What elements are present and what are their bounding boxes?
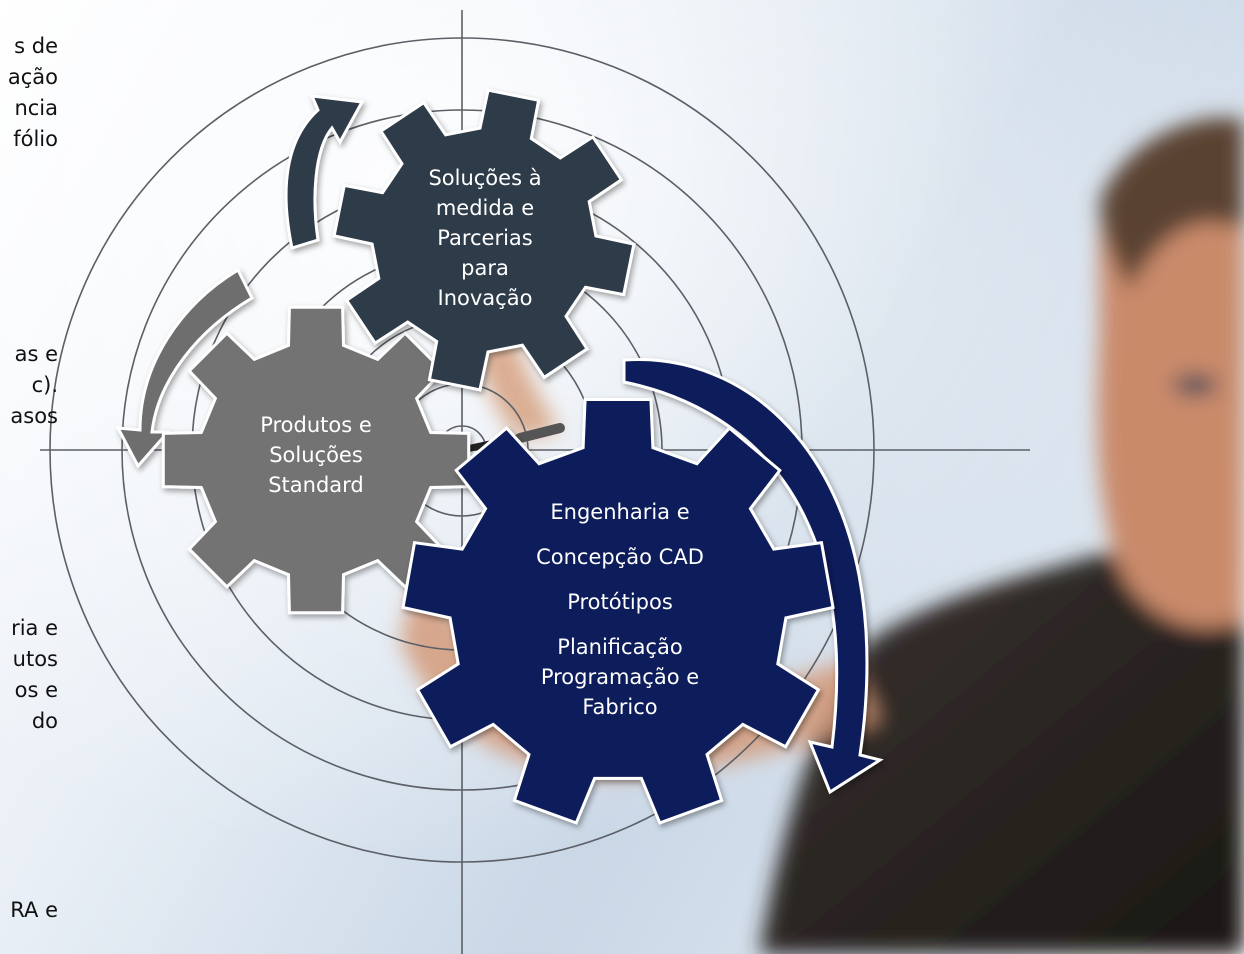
label-line: Standard: [268, 473, 364, 497]
label-line: Programação e: [540, 665, 700, 689]
gear-icon: [401, 398, 835, 825]
text-line: fólio: [13, 127, 58, 151]
text-line: ncia: [14, 96, 58, 120]
label-line: Planificação: [557, 635, 683, 659]
left-text-block-3: ria e utos os e do: [0, 614, 58, 735]
text-line: asos: [10, 404, 58, 428]
text-line: as e: [14, 342, 58, 366]
text-line: RA e: [10, 898, 58, 922]
text-line: c).: [31, 373, 58, 397]
label-line: Soluções: [269, 443, 363, 467]
gear-top: [332, 88, 636, 392]
label-line: Soluções à: [428, 166, 542, 190]
curved-arrow-left: [115, 267, 254, 469]
text-line: utos: [12, 647, 58, 671]
label-line: medida e: [435, 196, 535, 220]
label-line: Produtos e: [260, 413, 372, 437]
curved-arrow-top: [284, 94, 365, 250]
left-text-block-4: RA e: [0, 896, 58, 924]
gear-icon: [332, 88, 636, 392]
left-text-block-1: s de ação ncia fólio: [0, 32, 58, 153]
text-line: os e: [14, 678, 58, 702]
label-line: Parcerias: [437, 226, 533, 250]
gear-bottom-label: Engenharia e Concepção CAD Protótipos Pl…: [505, 497, 735, 722]
label-line: Fabrico: [582, 695, 658, 719]
curved-arrow-right: [622, 357, 884, 795]
text-line: s de: [14, 34, 58, 58]
gear-top-label: Soluções à medida e Parcerias para Inova…: [405, 163, 565, 313]
text-line: ria e: [11, 616, 58, 640]
label-line: Inovação: [437, 286, 533, 310]
gear-left: [161, 305, 471, 615]
label-line: Protótipos: [567, 590, 673, 614]
label-line: Concepção CAD: [536, 545, 704, 569]
gear-bottom: [401, 398, 835, 825]
text-line: ação: [7, 65, 58, 89]
text-line: do: [31, 709, 58, 733]
gear-left-label: Produtos e Soluções Standard: [236, 410, 396, 500]
label-line: Engenharia e: [550, 500, 690, 524]
left-text-block-2: as e c). asos: [0, 340, 58, 430]
label-line: para: [461, 256, 509, 280]
gear-icon: [161, 305, 471, 615]
